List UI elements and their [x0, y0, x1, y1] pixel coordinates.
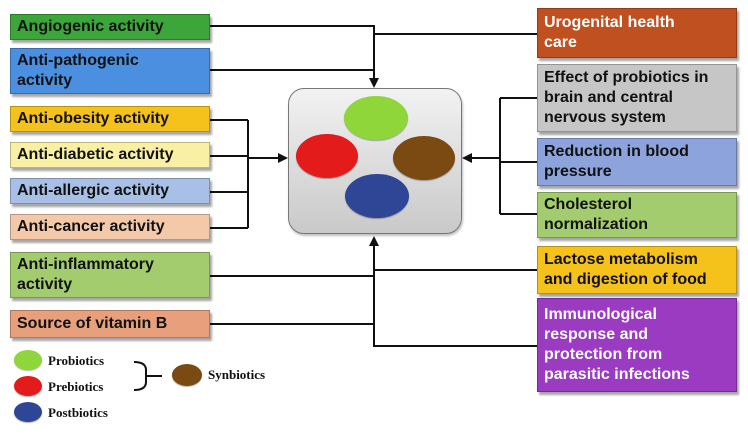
box-lactose-metabolism: Lactose metabolism and digestion of food: [537, 246, 737, 294]
box-anti-allergic-activity: Anti-allergic activity: [10, 178, 210, 204]
box-urogenital-health-care: Urogenital health care: [537, 8, 737, 58]
legend-synbiotics-label: Synbiotics: [208, 367, 266, 382]
legend-probiotics-swatch: [14, 350, 42, 370]
box-anti-obesity-activity: Anti-obesity activity: [10, 106, 210, 132]
box-immunological-response: Immunological response and protection fr…: [537, 298, 737, 392]
box-anti-inflammatory-activity: Anti-inflammatory activity: [10, 252, 210, 298]
synbiotics-ellipse: [393, 136, 455, 180]
legend-prebiotics-label: Prebiotics: [48, 379, 104, 394]
box-anti-diabetic-activity: Anti-diabetic activity: [10, 142, 210, 168]
box-source-of-vitamin-b: Source of vitamin B: [10, 310, 210, 338]
link-angiogenic: [210, 25, 379, 88]
box-angiogenic-activity: Angiogenic activity: [10, 14, 210, 40]
legend-prebiotics-swatch: [14, 376, 42, 396]
box-cholesterol-normalization: Cholesterol normalization: [537, 192, 737, 238]
box-reduction-in-blood-pressure: Reduction in blood pressure: [537, 138, 737, 186]
postbiotics-ellipse: [345, 174, 409, 218]
probiotics-ellipse: [344, 96, 408, 140]
box-probiotics-brain-cns: Effect of probiotics in brain and centra…: [537, 64, 737, 132]
link-immunological: [369, 236, 537, 347]
legend-synbiotics-swatch: [172, 364, 202, 386]
legend-postbiotics-swatch: [14, 402, 42, 422]
legend-probiotics-label: Probiotics: [48, 353, 105, 368]
legend-postbiotics-label: Postbiotics: [48, 405, 108, 420]
box-anti-cancer-activity: Anti-cancer activity: [10, 214, 210, 240]
link-urogenital: [373, 33, 537, 40]
prebiotics-ellipse: [296, 134, 358, 178]
legend-bracket: [133, 361, 162, 391]
box-anti-pathogenic-activity: Anti-pathogenic activity: [10, 48, 210, 94]
